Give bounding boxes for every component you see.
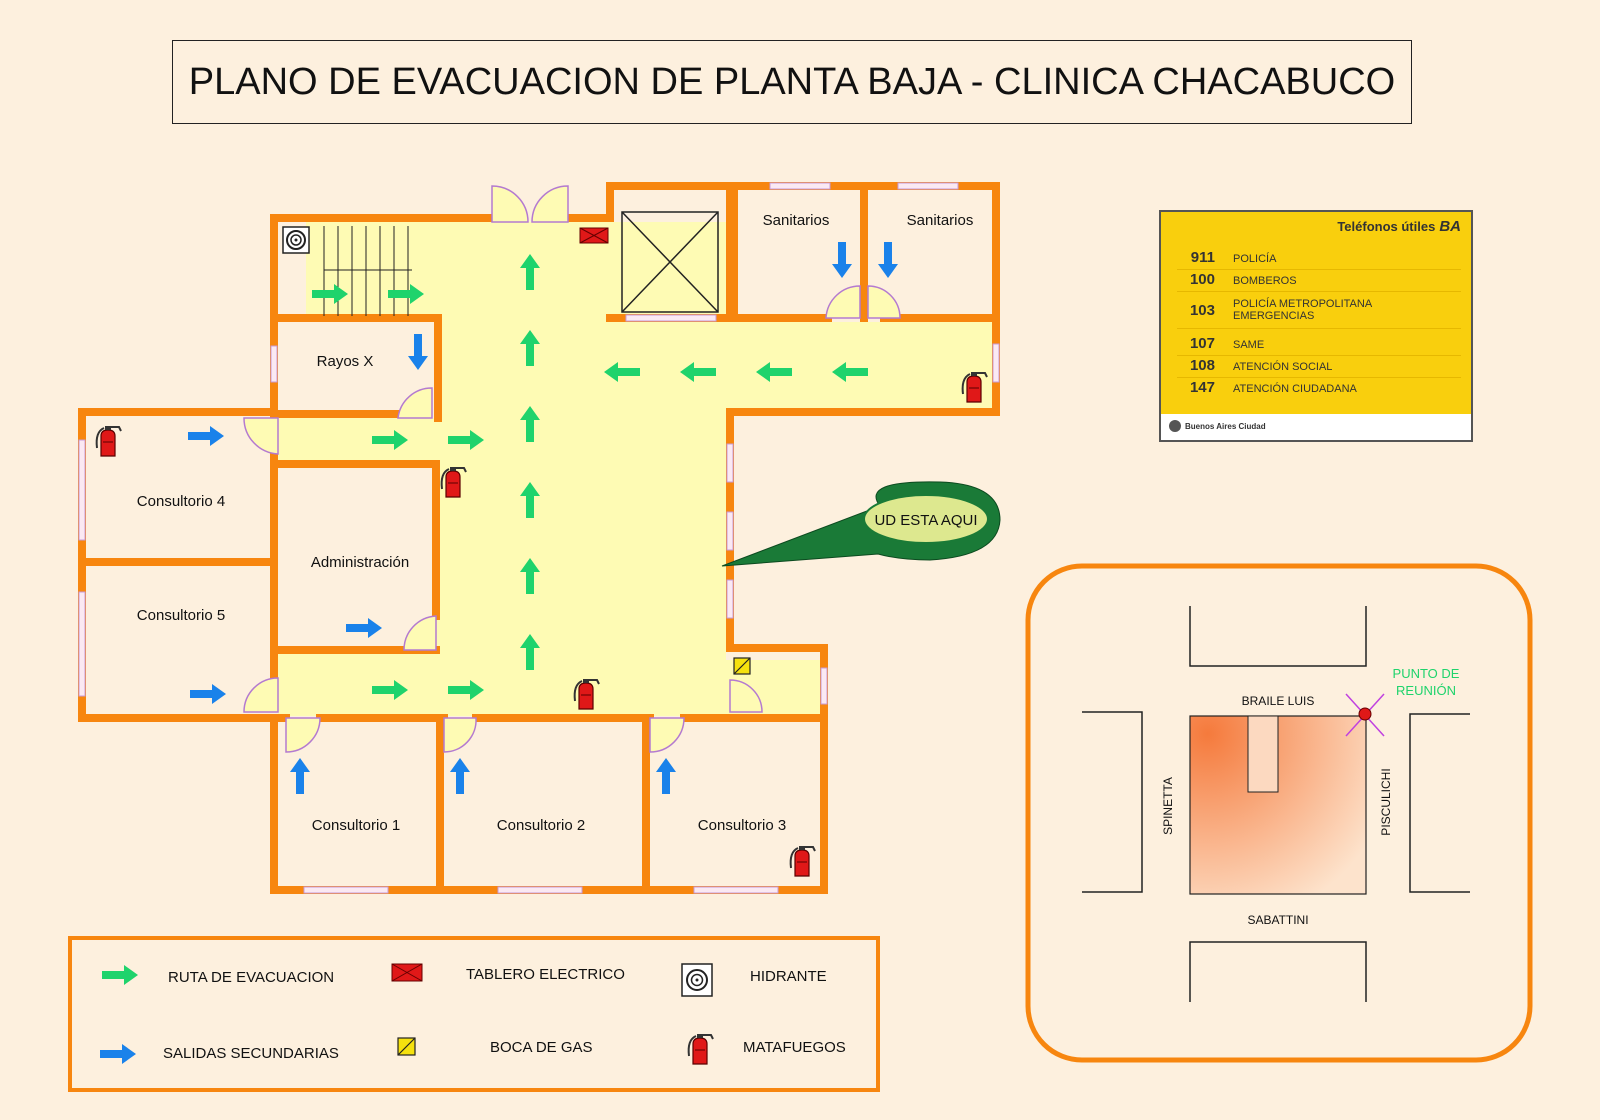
phone-number: 100 — [1189, 271, 1215, 288]
site-map: BRAILE LUIS SABATTINI SPINETTA PISCULICH… — [1025, 563, 1533, 1063]
phones-footer-text: Buenos Aires Ciudad — [1185, 422, 1266, 431]
room-consultorio-3: Consultorio 3 — [698, 817, 786, 834]
phone-row: 911 POLICÍA — [1177, 248, 1461, 270]
ba-logo-icon: BA — [1439, 218, 1461, 235]
you-are-here-marker: UD ESTA AQUI — [721, 481, 1001, 567]
gas-valve-icon — [733, 657, 751, 675]
legend-hydrant-icon — [681, 963, 713, 997]
room-consultorio-1: Consultorio 1 — [312, 817, 400, 834]
street-south: SABATTINI — [1247, 913, 1308, 927]
page-title-text: PLANO DE EVACUACION DE PLANTA BAJA - CLI… — [188, 60, 1396, 103]
windows — [78, 182, 1000, 894]
legend-gas-valve-icon — [397, 1037, 416, 1056]
phone-row: 100 BOMBEROS — [1177, 270, 1461, 292]
meeting-point-icon — [1345, 693, 1385, 737]
phone-label: POLICÍA METROPOLITANA EMERGENCIAS — [1233, 298, 1372, 322]
legend-secondary-exits: SALIDAS SECUNDARIAS — [163, 1045, 339, 1062]
phone-row: 147 ATENCIÓN CIUDADANA — [1177, 378, 1461, 399]
you-are-here-label: UD ESTA AQUI — [874, 512, 977, 529]
room-sanitarios-1: Sanitarios — [763, 212, 830, 229]
page-title: PLANO DE EVACUACION DE PLANTA BAJA - CLI… — [172, 40, 1412, 124]
street-north: BRAILE LUIS — [1242, 694, 1315, 708]
phone-label: SAME — [1233, 339, 1265, 351]
room-consultorio-4: Consultorio 4 — [137, 493, 225, 510]
phone-label: ATENCIÓN CIUDADANA — [1233, 383, 1357, 395]
room-administracion: Administración — [311, 554, 409, 571]
phone-number: 147 — [1189, 379, 1215, 396]
meeting-point-label-1: PUNTO DE — [1393, 666, 1460, 681]
hydrant-icon — [282, 226, 310, 254]
phone-number: 108 — [1189, 357, 1215, 374]
phones-header-text: Teléfonos útiles — [1337, 219, 1436, 234]
phone-label: BOMBEROS — [1233, 275, 1297, 287]
city-logo-icon — [1169, 420, 1181, 432]
phone-row: 103 POLICÍA METROPOLITANA EMERGENCIAS — [1177, 294, 1461, 329]
phone-number: 107 — [1189, 335, 1215, 352]
meeting-point-label-2: REUNIÓN — [1396, 683, 1456, 698]
legend-gas-valve: BOCA DE GAS — [490, 1039, 593, 1056]
electrical-panel-icon — [579, 227, 609, 244]
room-consultorio-2: Consultorio 2 — [497, 817, 585, 834]
street-east: PISCULICHI — [1379, 768, 1393, 835]
phone-label: ATENCIÓN SOCIAL — [1233, 361, 1333, 373]
phones-footer: Buenos Aires Ciudad — [1161, 414, 1471, 440]
phone-label: POLICÍA — [1233, 253, 1277, 265]
street-west: SPINETTA — [1161, 777, 1175, 835]
phone-row: 108 ATENCIÓN SOCIAL — [1177, 356, 1461, 378]
phone-row: 107 SAME — [1177, 334, 1461, 356]
phone-number: 103 — [1189, 302, 1215, 319]
room-labels: Sanitarios Sanitarios Rayos X Consultori… — [137, 212, 974, 834]
doors — [243, 185, 901, 753]
elevator-shaft — [621, 211, 719, 313]
phone-number: 911 — [1190, 249, 1215, 266]
room-rayos-x: Rayos X — [317, 353, 374, 370]
legend-extinguishers: MATAFUEGOS — [743, 1039, 846, 1056]
legend-hydrant: HIDRANTE — [750, 968, 827, 985]
room-sanitarios-2: Sanitarios — [907, 212, 974, 229]
legend-electrical-panel-icon — [391, 963, 423, 982]
corridor-floor — [278, 222, 994, 716]
legend: RUTA DE EVACUACION SALIDAS SECUNDARIAS T… — [68, 936, 880, 1092]
legend-evac-route: RUTA DE EVACUACION — [168, 969, 334, 986]
legend-electrical-panel: TABLERO ELECTRICO — [466, 966, 625, 983]
room-consultorio-5: Consultorio 5 — [137, 607, 225, 624]
